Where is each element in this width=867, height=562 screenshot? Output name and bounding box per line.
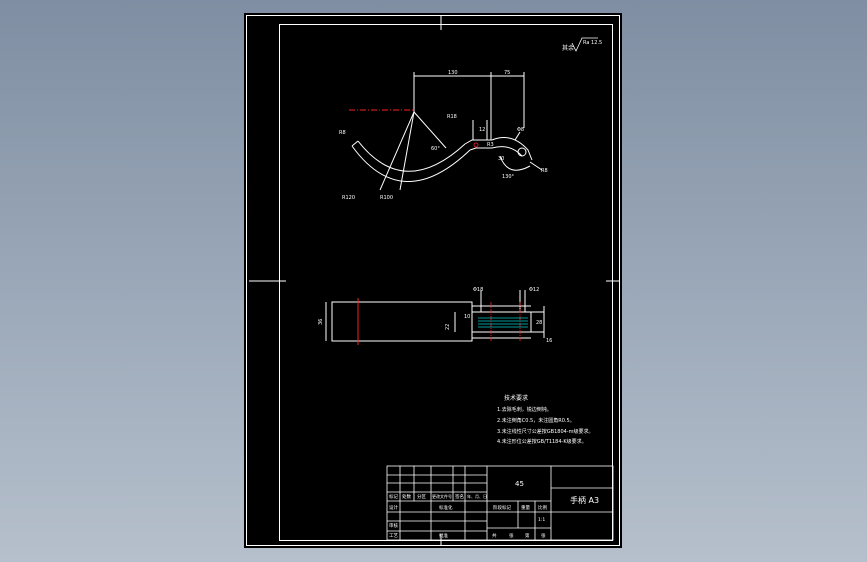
top-view — [349, 72, 543, 191]
side-view-dims: 36 Φ18 Φ12 22 10 28 16 — [318, 287, 552, 344]
arc-inner — [357, 140, 466, 172]
tech-title: 技术要求 — [504, 394, 528, 402]
title-block — [386, 465, 614, 541]
dim-130-deg: 130° — [502, 174, 515, 180]
dim-30: 30 — [498, 156, 504, 162]
dim-12: 12 — [479, 127, 485, 133]
tb-sheet-unit: 张 — [509, 532, 514, 539]
dim-phi18: Φ18 — [473, 287, 483, 293]
arc-outer — [351, 145, 471, 182]
roughness-label: 其余 — [562, 44, 574, 52]
tb-scale-value: 1:1 — [538, 517, 545, 523]
dim-130: 130 — [448, 70, 458, 76]
hook-body — [491, 137, 533, 161]
tb-sheet-unit2: 张 — [541, 532, 546, 539]
tb-design: 设计 — [389, 504, 398, 511]
tech-item-2: 2.未注倒角C0.5，未注圆角R0.5。 — [497, 417, 575, 424]
tb-sheet-total: 共 — [492, 532, 497, 539]
dim-phi8: Φ8 — [517, 127, 524, 133]
dim-75: 75 — [504, 70, 510, 76]
dim-28: 28 — [536, 320, 542, 326]
hook-curve-lower — [499, 155, 531, 171]
radius-leader-3 — [413, 111, 447, 149]
roughness-symbol — [571, 37, 598, 52]
tech-item-1: 1.去除毛刺，锐边倒钝。 — [497, 406, 552, 413]
tb-standardize: 标准化 — [439, 504, 453, 511]
top-view-dims: 130 75 R18 R8 R120 R100 60° 130° Φ8 R8 1… — [339, 70, 548, 201]
tb-weight: 重量 — [521, 504, 530, 511]
dim-phi12: Φ12 — [529, 287, 539, 293]
dim-10: 10 — [464, 314, 470, 320]
inner-frame — [279, 24, 613, 541]
tb-stage-mark: 阶段标记 — [493, 504, 511, 511]
hook-hole — [517, 147, 527, 157]
sheet-background — [244, 13, 622, 548]
tb-material: 45 — [515, 480, 524, 488]
dim-36: 36 — [318, 319, 324, 325]
dim-22: 22 — [445, 324, 451, 330]
tech-requirements: 技术要求 1.去除毛刺，锐边倒钝。 2.未注倒角C0.5，未注圆角R0.5。 3… — [497, 394, 593, 445]
tb-count: 处数 — [402, 493, 411, 500]
hook-pin — [473, 142, 479, 148]
tb-date: 年、月、日 — [467, 493, 487, 499]
tb-craft: 工艺 — [389, 533, 398, 539]
tb-doc-no: 更改文件号 — [432, 493, 452, 499]
dim-60-deg: 60° — [431, 146, 440, 152]
dim-r3: R3 — [487, 142, 494, 148]
dim-r8-left: R8 — [339, 130, 346, 136]
side-lug — [471, 311, 532, 333]
title-block-border — [386, 465, 614, 541]
arm-upper — [464, 139, 492, 145]
tb-part-name: 手柄 A3 — [570, 495, 599, 505]
tb-sheet-no: 第 — [525, 532, 530, 539]
arm-lower — [469, 147, 492, 151]
tech-item-3: 3.未注线性尺寸公差按GB1804-m级要求。 — [497, 428, 593, 435]
dim-16: 16 — [546, 338, 552, 344]
arc-end-cap — [351, 140, 359, 147]
tb-review: 审核 — [389, 522, 398, 529]
tb-zone: 分区 — [417, 493, 426, 500]
side-view — [325, 290, 545, 342]
roughness-value: Ra 12.5 — [583, 40, 602, 46]
tb-scale: 比例 — [538, 504, 547, 511]
radius-leader-2 — [399, 111, 415, 191]
title-block-text: 45 手柄 A3 标记 处数 分区 更改文件号 签名 年、月、日 设计 标准化 … — [389, 480, 599, 539]
side-hatch — [478, 317, 528, 328]
tech-item-4: 4.未注形位公差按GB/T1184-K级要求。 — [497, 438, 587, 445]
tb-sign: 签名 — [455, 493, 464, 500]
radius-leader-1 — [379, 111, 415, 191]
dim-r8-hook: R8 — [541, 168, 548, 174]
dim-r18: R18 — [447, 114, 457, 120]
hook-leader — [529, 161, 543, 171]
dim-r120: R120 — [342, 195, 355, 201]
hook-leader-2 — [514, 131, 521, 141]
tb-mark: 标记 — [389, 493, 398, 500]
tb-approve: 批准 — [439, 532, 448, 539]
hook-inner — [491, 146, 523, 157]
dim-r100: R100 — [380, 195, 393, 201]
